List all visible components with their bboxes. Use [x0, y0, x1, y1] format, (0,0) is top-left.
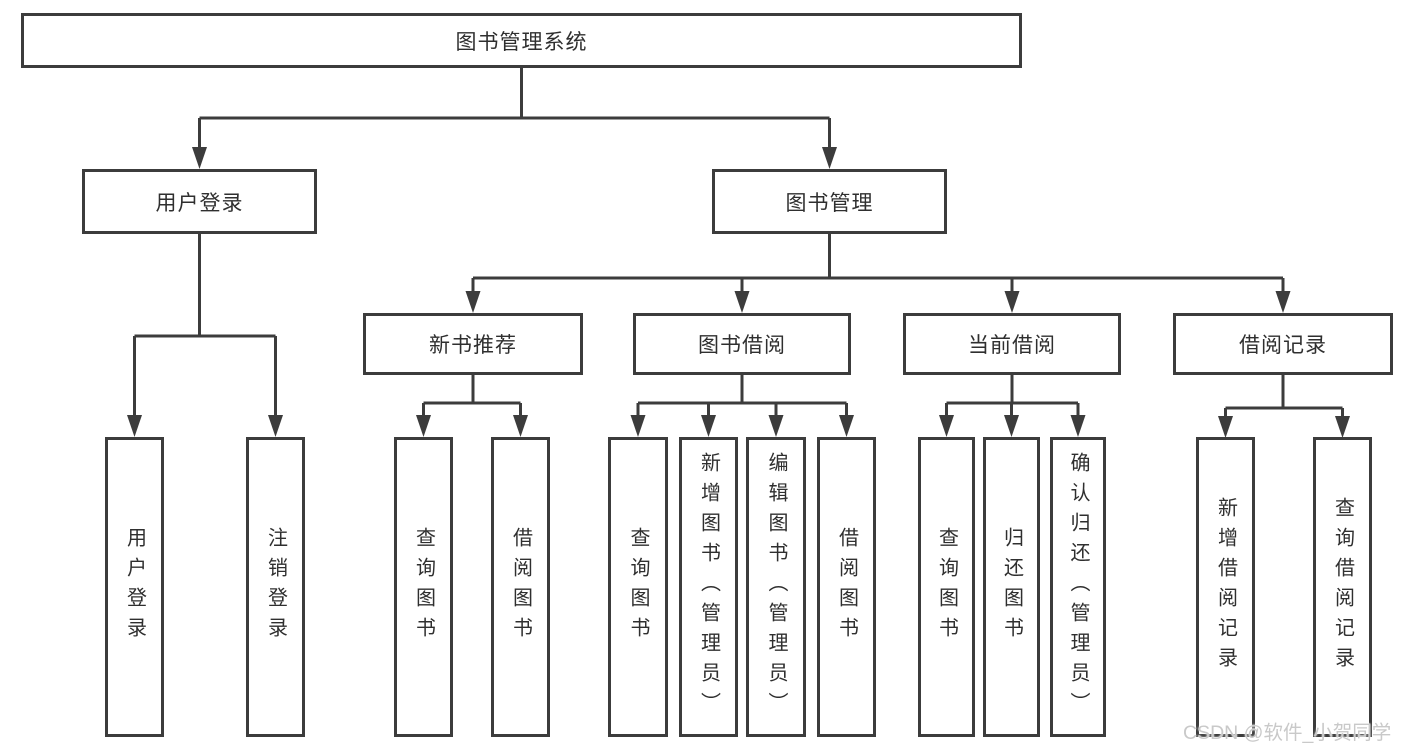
leaf-bb-borrow-books-label: 借阅图书	[835, 527, 858, 647]
node-new-books: 新书推荐	[363, 313, 583, 375]
arrow-to-leaf-logout	[268, 415, 283, 437]
leaf-nb-borrow-books-label: 借阅图书	[509, 527, 532, 647]
leaf-nb-borrow-books: 借阅图书	[491, 437, 550, 737]
node-user-login-label: 用户登录	[155, 191, 244, 215]
leaf-cb-confirm-return-admin: 确认归还（管理员）	[1050, 437, 1106, 737]
arrow-to-borrow-records	[1275, 291, 1291, 313]
connector-borrow-records-to-leaves	[1224, 375, 1344, 417]
leaf-cb-query-books-label: 查询图书	[935, 527, 958, 647]
leaf-bb-add-books-admin-label: 新增图书（管理员）	[697, 452, 720, 722]
node-root-label: 图书管理系统	[455, 30, 588, 54]
arrow-to-leaf-user-login	[127, 415, 142, 437]
leaf-br-query-borrow-record: 查询借阅记录	[1313, 437, 1372, 737]
arrow-to-leaf-cb-return	[1004, 415, 1019, 437]
node-user-login: 用户登录	[82, 169, 317, 234]
leaf-logout-label: 注销登录	[264, 527, 287, 647]
leaf-cb-query-books: 查询图书	[918, 437, 975, 737]
arrow-to-user-login	[192, 147, 207, 169]
leaf-bb-edit-books-admin: 编辑图书（管理员）	[746, 437, 806, 737]
node-book-borrow: 图书借阅	[633, 313, 851, 375]
leaf-bb-add-books-admin: 新增图书（管理员）	[679, 437, 738, 737]
arrow-to-leaf-bb-edit	[768, 415, 784, 437]
node-new-books-label: 新书推荐	[429, 334, 517, 357]
node-book-mgmt: 图书管理	[712, 169, 947, 234]
arrow-to-book-borrow	[734, 291, 750, 313]
node-current-borrow: 当前借阅	[903, 313, 1121, 375]
connector-book-mgmt-to-level3	[471, 234, 1285, 292]
leaf-bb-edit-books-admin-label: 编辑图书（管理员）	[765, 452, 787, 722]
leaf-br-query-borrow-record-label: 查询借阅记录	[1331, 497, 1354, 677]
arrow-to-leaf-nb-query	[416, 415, 431, 437]
leaf-nb-query-books: 查询图书	[394, 437, 453, 737]
leaf-bb-query-books-label: 查询图书	[627, 527, 649, 647]
leaf-logout: 注销登录	[246, 437, 305, 737]
node-current-borrow-label: 当前借阅	[968, 334, 1056, 357]
arrow-to-leaf-nb-borrow	[513, 415, 528, 437]
leaf-user-login: 用户登录	[105, 437, 164, 737]
arrow-to-leaf-bb-borrow	[839, 415, 854, 437]
arrow-to-current-borrow	[1004, 291, 1020, 313]
node-borrow-records: 借阅记录	[1173, 313, 1393, 375]
arrow-to-leaf-br-query	[1335, 416, 1350, 438]
connector-book-borrow-to-leaves	[636, 375, 848, 416]
leaf-user-login-label: 用户登录	[123, 527, 146, 647]
arrow-to-leaf-bb-query	[630, 415, 646, 437]
leaf-bb-borrow-books: 借阅图书	[817, 437, 876, 737]
leaf-cb-return-books: 归还图书	[983, 437, 1040, 737]
leaf-bb-query-books: 查询图书	[608, 437, 668, 737]
arrow-to-leaf-br-add	[1218, 416, 1233, 438]
leaf-cb-confirm-return-admin-label: 确认归还（管理员）	[1067, 452, 1089, 722]
connector-user-login-to-leaves	[133, 234, 277, 416]
arrow-to-new-books	[465, 291, 481, 313]
leaf-cb-return-books-label: 归还图书	[1000, 527, 1023, 647]
leaf-br-add-borrow-record: 新增借阅记录	[1196, 437, 1255, 737]
connector-root-to-level2	[198, 68, 831, 148]
arrow-to-book-mgmt	[822, 147, 837, 169]
node-borrow-records-label: 借阅记录	[1239, 334, 1327, 357]
connector-new-books-to-leaves	[422, 375, 522, 416]
csdn-watermark: CSDN @软件_小贺同学	[1183, 722, 1392, 744]
arrow-to-leaf-cb-confirm	[1070, 415, 1086, 437]
leaf-br-add-borrow-record-label: 新增借阅记录	[1214, 497, 1237, 677]
leaf-nb-query-books-label: 查询图书	[412, 527, 435, 647]
arrow-to-leaf-cb-query	[939, 415, 954, 437]
connector-current-borrow-to-leaves	[945, 375, 1080, 416]
arrow-to-leaf-bb-add	[701, 415, 716, 437]
node-book-borrow-label: 图书借阅	[698, 334, 786, 357]
node-root: 图书管理系统	[21, 13, 1022, 68]
node-book-mgmt-label: 图书管理	[785, 191, 874, 215]
